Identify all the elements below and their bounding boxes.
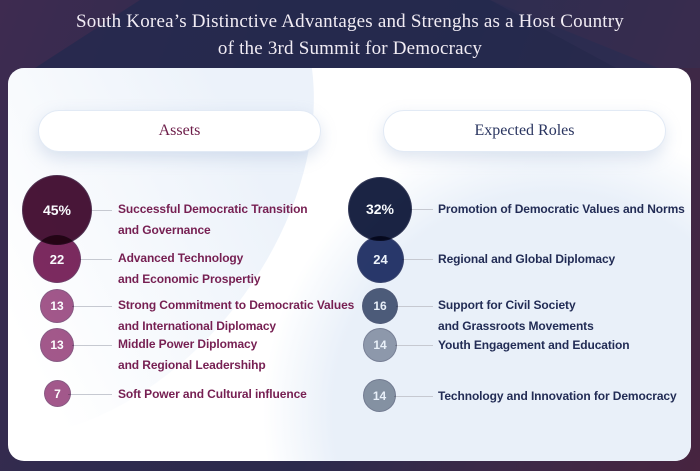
connector-line [68, 394, 112, 395]
value-bubble: 32% [348, 177, 412, 241]
label-line: Regional and Global Diplomacy [438, 252, 616, 266]
connector-line [394, 396, 433, 397]
value-bubble: 24 [357, 236, 404, 283]
connector-line [410, 209, 433, 210]
page-title-line2: of the 3rd Summit for Democracy [217, 38, 483, 59]
label-line: Technology and Innovation for Democracy [438, 389, 677, 403]
label-line: Support for Civil Society [438, 298, 576, 312]
connector-line [395, 345, 433, 346]
label-line: Soft Power and Cultural influence [118, 387, 307, 401]
label-line: Strong Commitment to Democratic Values [118, 298, 355, 312]
item-label: Technology and Innovation for Democracy [438, 386, 677, 407]
value-bubble: 13 [40, 289, 74, 323]
item-label: Youth Engagement and Education [438, 335, 630, 356]
label-line: Middle Power Diplomacy [118, 337, 258, 351]
label-line: Successful Democratic Transition [118, 202, 308, 216]
connector-line [402, 259, 433, 260]
item-label: Successful Democratic Transition and Gov… [118, 199, 308, 241]
value-bubble: 7 [44, 380, 71, 407]
item-label: Promotion of Democratic Values and Norms [438, 199, 685, 220]
label-line: and Governance [118, 223, 211, 237]
assets-column-label: Assets [158, 122, 201, 139]
connector-line [396, 306, 433, 307]
page-title: South Korea’s Distinctive Advantages and… [0, 8, 700, 62]
page-title-line1: South Korea’s Distinctive Advantages and… [76, 11, 624, 32]
label-line: and Economic Prospertiy [118, 272, 261, 286]
connector-line [80, 259, 112, 260]
expected-roles-column-label: Expected Roles [474, 122, 575, 139]
value-bubble: 14 [363, 328, 397, 362]
item-label: Regional and Global Diplomacy [438, 249, 615, 270]
item-label: Advanced Technology and Economic Prosper… [118, 248, 261, 290]
item-label: Middle Power Diplomacy and Regional Lead… [118, 334, 266, 376]
connector-line [72, 306, 112, 307]
assets-column-header: Assets [38, 110, 321, 152]
content-card: Assets Expected Roles 45% Successful Dem… [8, 68, 691, 461]
label-line: Youth Engagement and Education [438, 338, 630, 352]
value-bubble: 14 [363, 379, 396, 412]
label-line: Promotion of Democratic Values and Norms [438, 202, 685, 216]
connector-line [72, 345, 112, 346]
item-label: Strong Commitment to Democratic Values a… [118, 295, 354, 337]
expected-roles-column-header: Expected Roles [383, 110, 666, 152]
value-bubble: 22 [33, 235, 81, 283]
item-label: Soft Power and Cultural influence [118, 384, 307, 405]
value-bubble: 13 [40, 328, 74, 362]
label-line: and Regional Leadershihp [118, 358, 266, 372]
label-line: and Grassroots Movements [438, 319, 594, 333]
decorative-blob-right [263, 123, 691, 461]
connector-line [92, 210, 112, 211]
item-label: Support for Civil Society and Grassroots… [438, 295, 594, 337]
label-line: Advanced Technology [118, 251, 244, 265]
value-bubble: 16 [362, 288, 398, 324]
